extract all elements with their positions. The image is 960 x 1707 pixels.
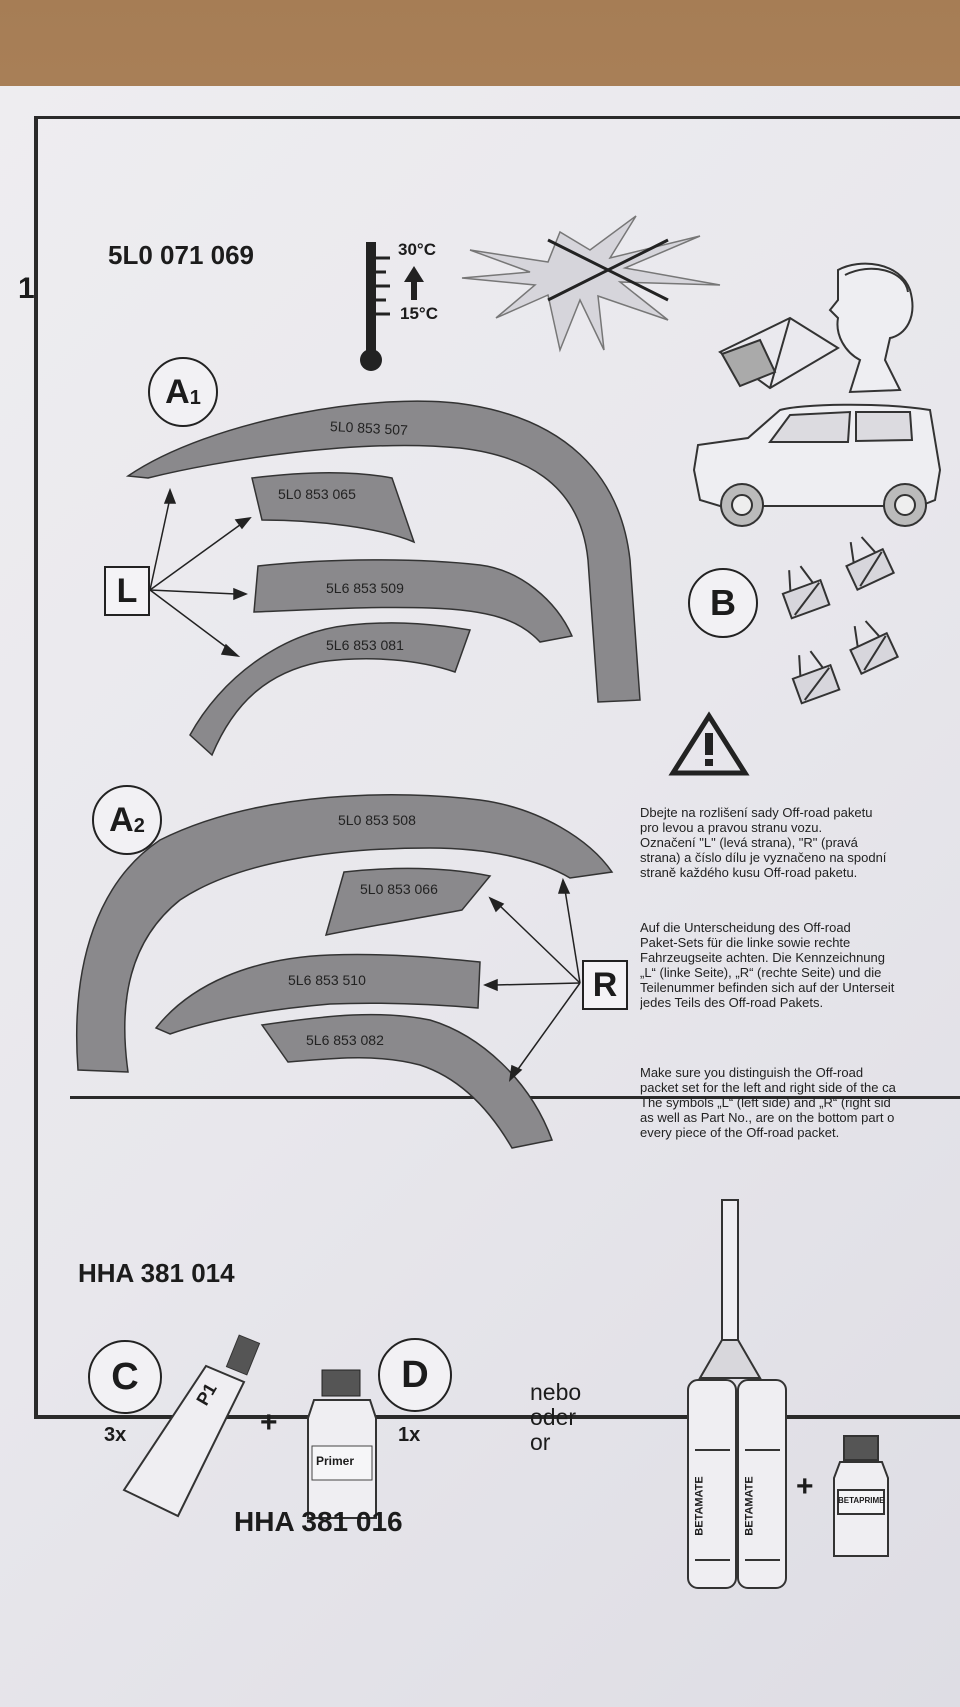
notice-line: straně každého kusu Off-road paketu. [640,865,858,880]
binder-clips-icon [781,536,900,705]
label-a2-letter: A [109,800,134,839]
primer-bottle-icon [307,1369,377,1519]
plus-sign-2: + [796,1470,814,1503]
suv-car-icon [692,403,942,527]
no-sunlight-icon [461,215,721,353]
primer-quantity: 1x [398,1424,421,1446]
page-frame [34,116,960,1419]
betaprime-label: BETAPRIME [838,1496,885,1505]
notice-line: as well as Part No., are on the bottom p… [640,1110,895,1125]
label-a1-sub: 1 [189,386,201,409]
adhesive-kit-part-number: HHA 381 014 [78,1258,235,1288]
warning-icon [668,711,750,776]
notice-line: Označení "L" (levá strana), "R" (pravá [640,835,858,850]
notice-line: The symbols „L“ (left side) and „R“ (rig… [640,1095,891,1110]
betaprime-bottle-icon [833,1435,889,1557]
bottle-label: Primer [316,1454,355,1468]
a2-parts [75,794,614,1149]
label-a1-letter: A [165,372,190,411]
part-number-a2-3: 5L6 853 510 [288,972,366,988]
label-a2-sub: 2 [133,814,145,837]
notice-line: Dbejte na rozlišení sady Off-road paketu [640,805,873,820]
part-number-a1-3: 5L6 853 509 [326,580,404,596]
part-number-a1-4: 5L6 853 081 [326,637,404,653]
betamate-cartridge-icon [687,1199,787,1589]
left-arrows [149,487,252,658]
tube-quantity: 3x [104,1424,127,1446]
notice-german: Auf die Unterscheidung des Off-road Pake… [640,920,960,1010]
notice-line: strana) a číslo dílu je vyznačeno na spo… [640,850,887,865]
alt-word: or [530,1429,551,1455]
notice-line: every piece of the Off-road packet. [640,1125,840,1140]
plus-sign: + [260,1406,278,1439]
part-number-a2-1: 5L0 853 508 [338,812,416,828]
primer-part-number: HHA 381 016 [234,1506,403,1537]
label-c: C [88,1340,162,1414]
alt-word: oder [530,1404,577,1430]
notice-line: „L“ (linke Seite), „R“ (rechte Seite) un… [640,965,882,980]
label-b: B [688,568,758,638]
temp-min: 15°C [400,304,438,323]
notice-line: Teilenummer befinden sich auf der Unters… [640,980,895,995]
part-number-a1-2: 5L0 853 065 [278,486,356,502]
cartridge-label-right: BETAMATE [743,1476,756,1536]
notice-line: pro levou a pravou stranu vozu. [640,820,823,835]
notice-line: jedes Teils des Off-road Pakets. [640,995,824,1010]
notice-line: Make sure you distinguish the Off-road [640,1065,864,1080]
page-number: 1 [18,272,35,305]
alt-word: nebo [530,1379,582,1405]
a1-parts [125,400,641,757]
label-left-side: L [104,566,150,616]
temp-max: 30°C [398,240,436,259]
notice-line: Auf die Unterscheidung des Off-road [640,920,851,935]
notice-czech: Dbejte na rozlišení sady Off-road paketu… [640,805,886,880]
label-right-side: R [582,960,628,1010]
label-d: D [378,1338,452,1412]
read-instructions-icon [718,262,914,394]
notice-english: Make sure you distinguish the Off-road p… [640,1065,960,1140]
notice-line: packet set for the left and right side o… [640,1080,896,1095]
part-number-a2-2: 5L0 853 066 [360,881,438,897]
notice-line: Fahrzeugseite achten. Die Kennzeichnung [640,950,885,965]
kit-part-number: 5L0 071 069 [108,240,255,270]
right-arrows [483,877,581,1082]
alternative-text: nebo oder or [530,1380,581,1455]
part-number-a2-4: 5L6 853 082 [306,1032,384,1048]
cartridge-label-left: BETAMATE [693,1476,706,1536]
thermometer-icon [360,242,424,371]
notice-line: Paket-Sets für die linke sowie rechte [640,935,851,950]
adhesive-tube-icon [122,1334,261,1518]
